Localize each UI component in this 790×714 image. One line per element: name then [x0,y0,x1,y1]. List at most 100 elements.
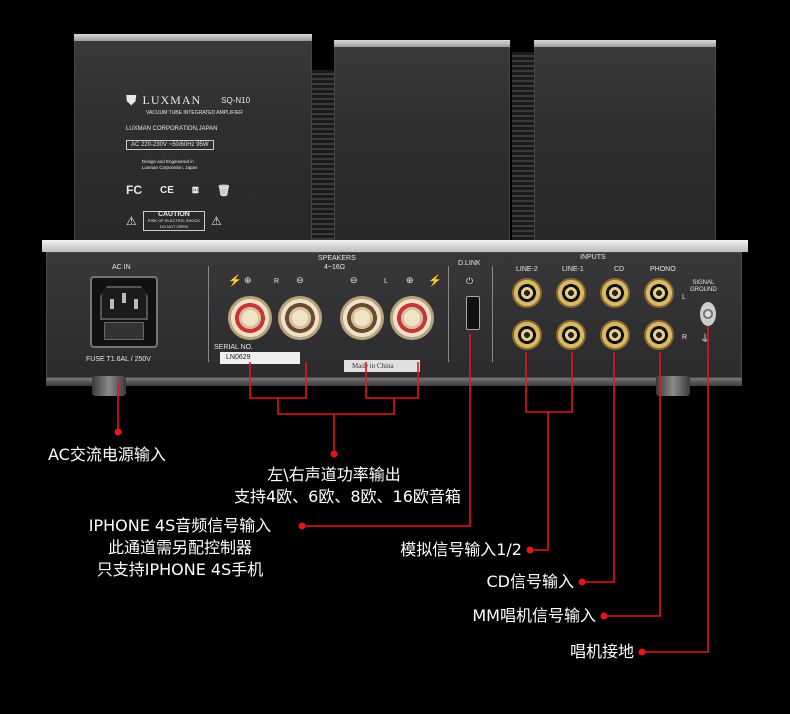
annotation-line: 此通道需另配控制器 [107,538,252,557]
rca-cd-r[interactable] [600,320,630,350]
warning-triangle-icon: ⚠ [126,214,137,228]
annotation-ac-input: AC交流电源输入 [48,445,166,464]
fuse-holder[interactable] [104,322,144,340]
output-transformer-right [534,40,716,246]
ac-in-label: AC IN [112,264,131,271]
inputs-label: INPUTS [580,254,606,261]
annotation-ground: 唱机接地 [569,642,634,661]
lightning-icon: ⚡ [428,275,442,287]
luxman-logo-icon: ⛊ [126,92,137,108]
power-rating: AC 220-230V ~50/60Hz 95W [126,140,214,150]
speaker-post-r-minus[interactable] [278,296,322,340]
serial-value: LN0629 [226,354,251,361]
rca-line1-l[interactable] [556,278,586,308]
speakers-label: SPEAKERS [318,255,356,262]
iec-power-inlet[interactable] [90,276,158,348]
leader-dot [114,428,122,436]
annotation-line: 左\右声道功率输出 [267,465,401,484]
line1-label: LINE-1 [562,266,584,273]
brand-row: ⛊ LUXMAN SQ-N10 [126,92,276,109]
leader-speakers [249,362,419,454]
panel-divider [448,266,449,362]
speaker-post-r-plus[interactable] [228,296,272,340]
annotation-analog: 模拟信号输入1/2 [400,540,522,559]
speaker-post-l-minus[interactable] [340,296,384,340]
made-in-sticker: Made in China [344,360,420,372]
annotation-cd: CD信号输入 [486,572,575,591]
minus-icon: ⊖ [296,275,304,285]
rca-line2-r[interactable] [512,320,542,350]
phono-r-label: R [682,334,688,341]
signal-ground-terminal[interactable] [700,302,716,326]
company-name: LUXMAN CORPORATION,JAPAN [126,126,218,132]
ground-symbol-icon: ⏚ [700,334,710,345]
dlink-port[interactable] [466,296,480,330]
signal-ground-line: GROUND [690,287,717,293]
chassis-top-edge [42,240,748,252]
serial-label: SERIAL NO. [214,344,254,351]
panel-divider [208,266,209,362]
caution-line: RISK OF ELECTRIC SHOCK [147,218,200,223]
weee-bin-icon: 🗑 [216,184,231,197]
caution-block: ⚠ CAUTION RISK OF ELECTRIC SHOCK DO NOT … [126,211,276,231]
heatsink-fins [512,52,534,240]
power-symbol-icon: ⏻ [466,276,474,286]
rating-label: ⛊ LUXMAN SQ-N10 VACUUM TUBE INTEGRATED A… [126,92,276,231]
line2-label: LINE-2 [516,266,538,273]
fuse-rating: FUSE T1.6AL / 250V [86,356,151,363]
channel-r-label: R [274,278,280,285]
leader-dot [578,578,586,586]
iec-socket [100,286,148,320]
leader-ground [642,326,709,653]
impedance-label: 4~16Ω [324,264,345,271]
warning-triangle-icon: ⚠ [211,214,222,228]
caution-box: CAUTION RISK OF ELECTRIC SHOCK DO NOT OP… [142,211,205,231]
rca-line2-l[interactable] [512,278,542,308]
leader-mm [604,352,661,617]
annotation-line: IPHONE 4S音频信号输入 [88,516,272,535]
annotation-mm: MM唱机信号输入 [472,606,596,625]
signal-ground-line: SIGNAL [692,280,715,286]
signal-ground-label: SIGNAL GROUND [690,280,717,294]
caution-line: DO NOT OPEN [159,224,188,229]
design-note-line: Design and Engineered in [142,159,194,164]
leader-dot [526,546,534,554]
leader-analog [525,352,573,551]
rca-phono-l[interactable] [644,278,674,308]
annotation-iphone: IPHONE 4S音频信号输入 此通道需另配控制器 只支持IPHONE 4S手机 [68,515,292,581]
chassis-bottom-edge [46,378,742,386]
annotation-line: 支持4欧、6欧、8欧、16欧音箱 [234,487,461,506]
iec-pin [122,293,126,303]
iec-pin [110,299,114,309]
transformer-cap [334,40,510,47]
plus-icon: ⊕ [406,275,414,285]
design-note: Design and Engineered in Luxman Corporat… [142,159,276,171]
rca-phono-r[interactable] [644,320,674,350]
panel-divider [492,266,493,362]
output-transformer-left [334,40,510,246]
phono-label: PHONO [650,266,676,273]
cd-label: CD [614,266,625,273]
plus-icon: ⊕ [244,275,252,285]
dlink-label: D.LINK [458,260,481,267]
channel-l-label: L [384,278,388,285]
caution-title: CAUTION [157,211,190,218]
leader-iphone [302,334,471,527]
chassis-foot [656,376,690,396]
speaker-post-l-plus[interactable] [390,296,434,340]
rca-line1-r[interactable] [556,320,586,350]
leader-cd [582,352,615,583]
annotation-line: 只支持IPHONE 4S手机 [96,560,264,579]
rca-cd-l[interactable] [600,278,630,308]
leader-dot [600,612,608,620]
heatsink-fins [312,70,334,240]
fcc-mark-icon: FC [126,183,142,197]
design-note-line: Luxman Corporation, Japan [142,165,198,170]
cert-row: FC CE ⧈ 🗑 [126,183,276,197]
leader-dot [330,450,338,458]
double-insulation-icon: ⧈ [191,183,199,196]
annotation-speakers: 左\右声道功率输出 支持4欧、6欧、8欧、16欧音箱 [234,464,461,508]
lightning-icon: ⚡ [228,275,242,287]
leader-dot [298,522,306,530]
